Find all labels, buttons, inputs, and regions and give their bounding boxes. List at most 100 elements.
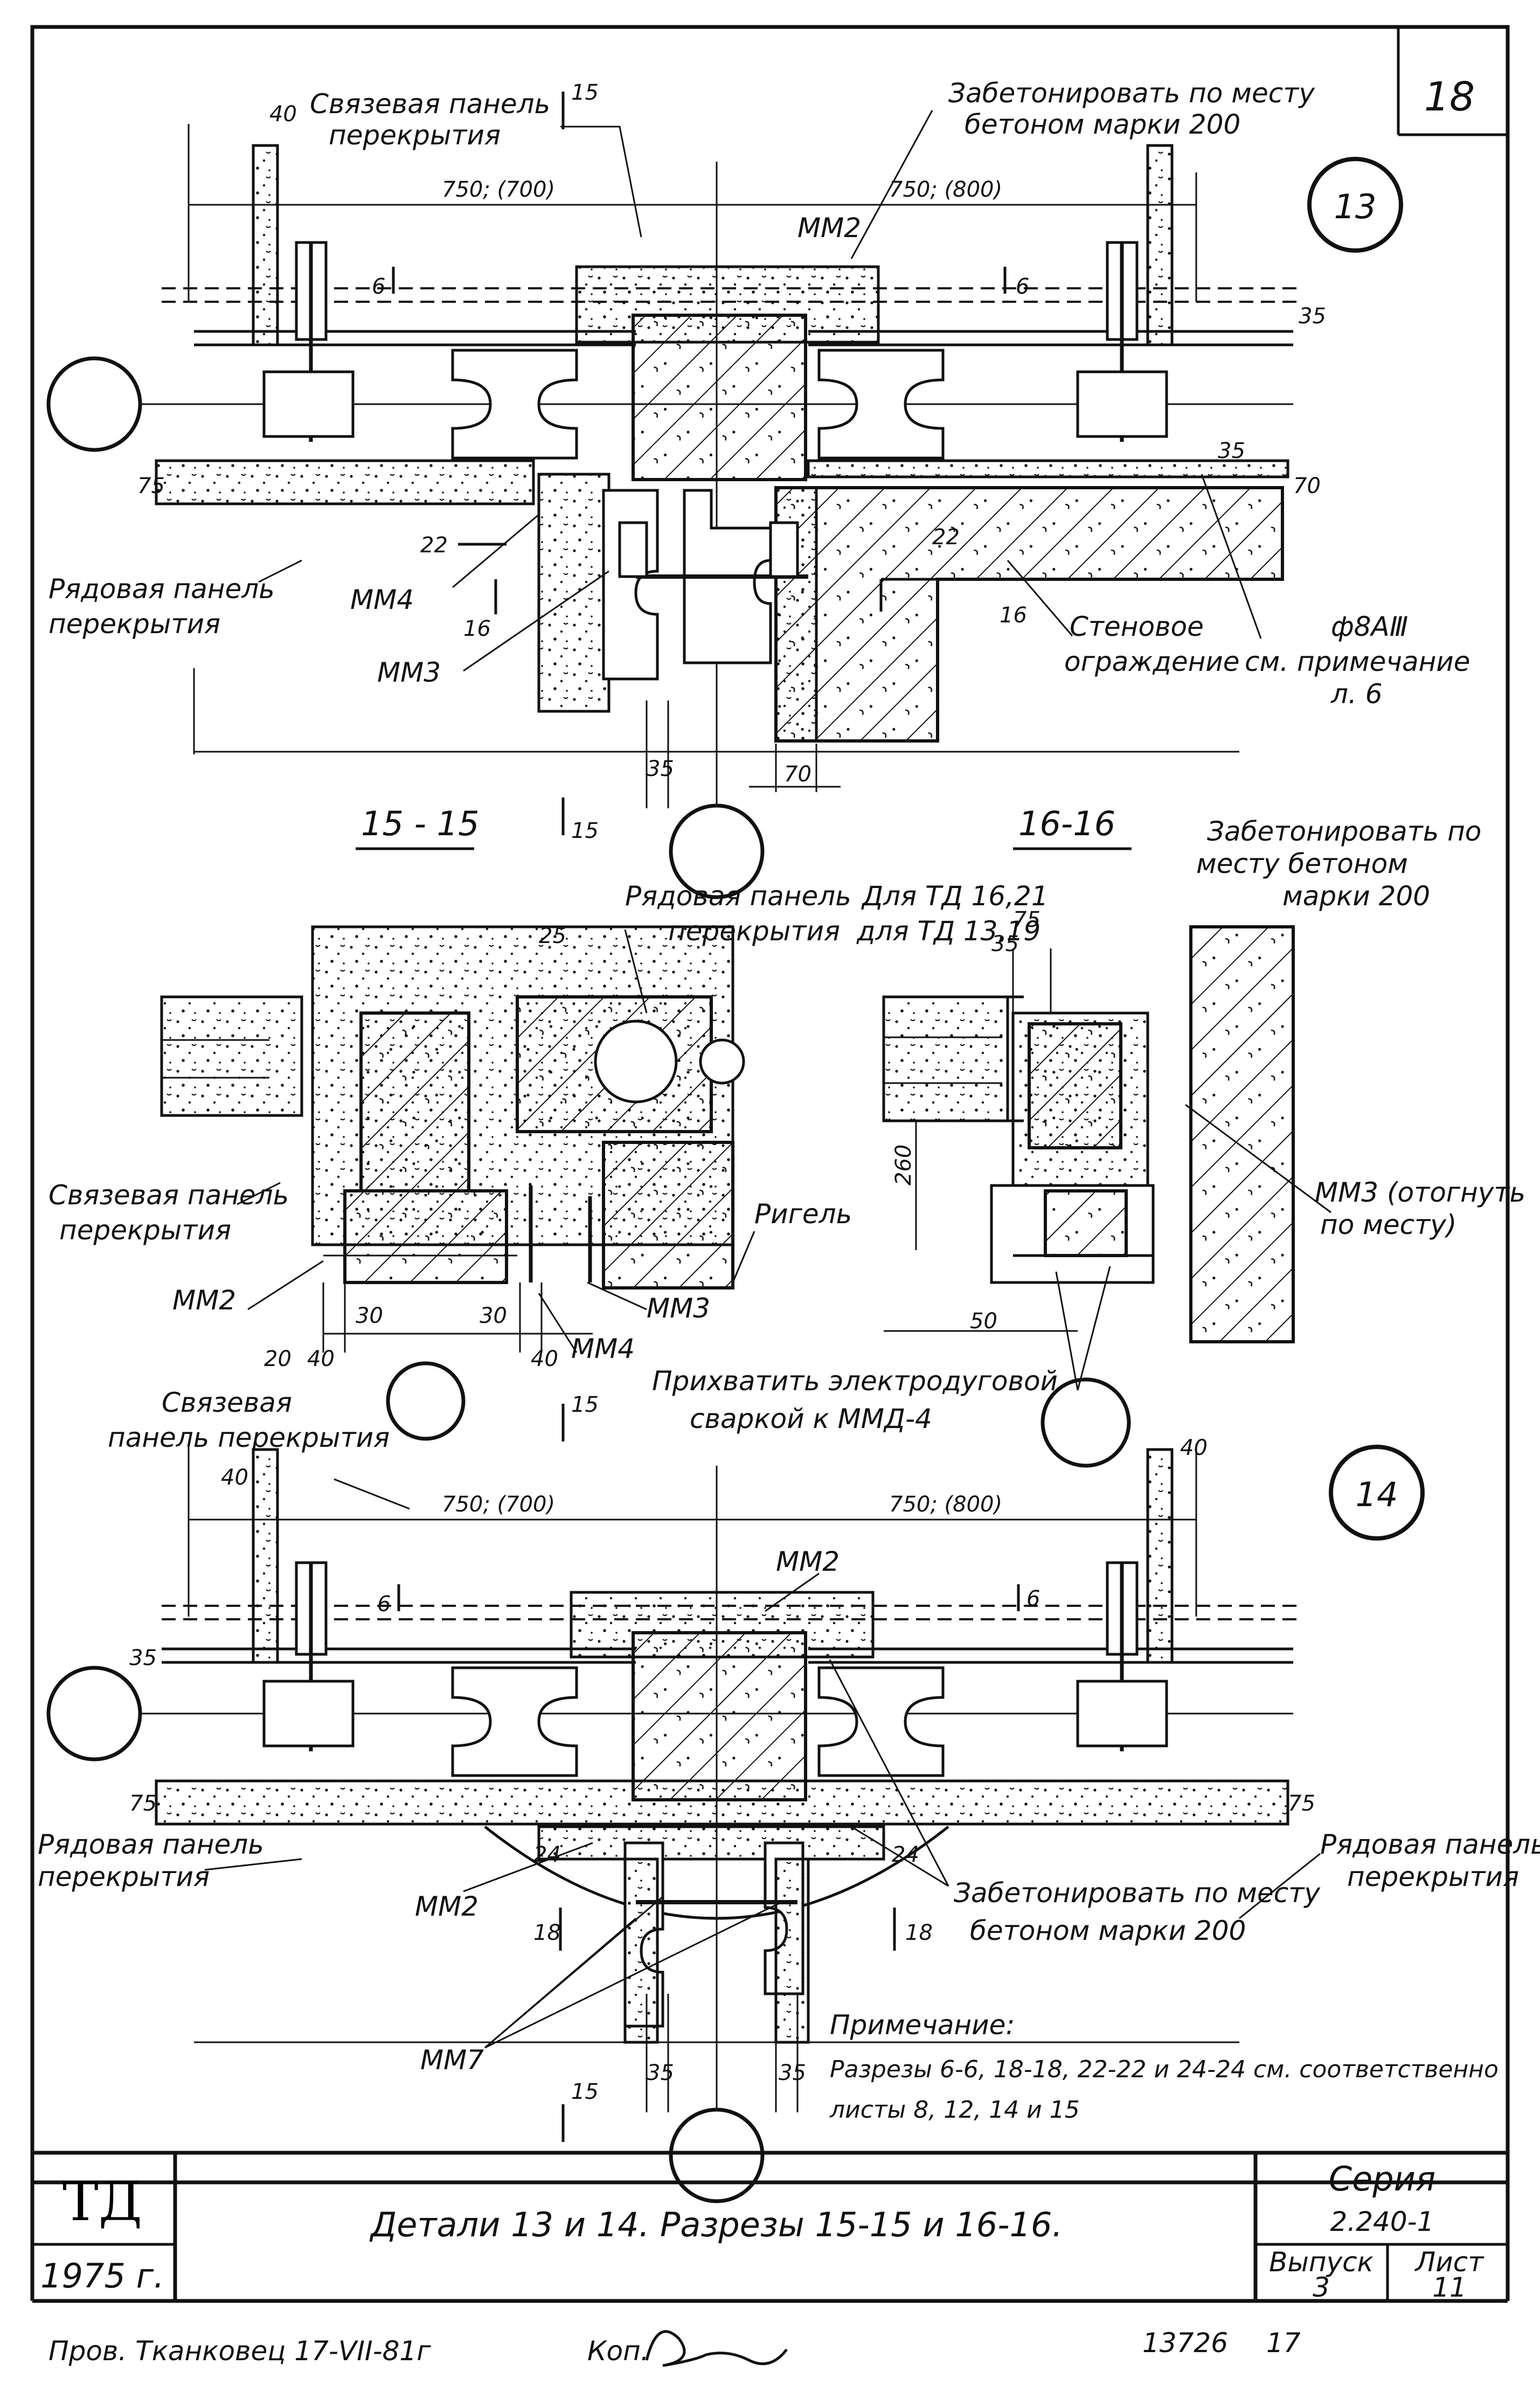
d14-row-right-1: Рядовая панель [1320, 1829, 1540, 1860]
checked-by: Пров. Тканковец 17-VII-81г [48, 2335, 431, 2367]
d14-concrete-2: бетоном марки 200 [970, 1915, 1246, 1946]
d14-dim-right: 750; (800) [889, 1492, 1002, 1517]
d13-mm2: ММ2 [797, 212, 861, 244]
copy-label: Коп. [587, 2335, 649, 2367]
d13-link-panel-2: перекрытия [329, 120, 501, 151]
d13-d6-left: 6 [372, 274, 385, 299]
detail-14-marker [1329, 1445, 1425, 1541]
year: 1975 г. [40, 2256, 164, 2296]
d13-d6-right: 6 [1016, 274, 1029, 299]
d14-d35: 35 [129, 1646, 157, 1670]
sheet-title: Детали 13 и 14. Разрезы 15-15 и 16-16. [369, 2205, 1063, 2244]
d13-d35-mid: 35 [1218, 439, 1245, 463]
sheet-frame [30, 25, 1510, 2185]
d14-d6-right: 6 [1026, 1586, 1040, 1611]
d13-d22-left: 22 [420, 533, 448, 558]
s16-d50: 50 [970, 1309, 997, 1334]
d14-d18-right: 18 [905, 1920, 933, 1945]
d14-d75-right: 75 [1288, 1791, 1315, 1816]
s16-weld-2: сваркой к ММД-4 [690, 1403, 932, 1434]
s16-for-td-1621: Для ТД 16,21 [861, 880, 1049, 912]
d14-d15-bottom: 15 [571, 2079, 599, 2104]
d13-d35-right: 35 [1299, 304, 1326, 329]
s16-d75: 75 [1013, 907, 1040, 932]
footer-number-2: 17 [1266, 2327, 1301, 2359]
s15-link-panel-2: перекрытия [59, 1215, 231, 1246]
s15-row-panel-1: Рядовая панель [625, 880, 851, 912]
d14-row-left-1: Рядовая панель [38, 1829, 264, 1860]
s15-d20: 20 [264, 1347, 292, 1371]
d13-d22-right: 22 [932, 525, 960, 550]
detail-14: 14 750; (700) 750; (800) [38, 1387, 1540, 2203]
d14-concrete-1: Забетонировать по месту [954, 1877, 1321, 1909]
d14-d40-left: 40 [221, 1465, 248, 1490]
td-mark: ТД [63, 2170, 142, 2233]
note-line-1: Разрезы 6-6, 18-18, 22-22 и 24-24 см. со… [830, 2056, 1499, 2083]
d13-d70-right: 70 [1293, 474, 1321, 498]
sheet-label: Лист [1414, 2246, 1485, 2278]
s15-d40-right: 40 [531, 1347, 558, 1371]
d13-d35-bottom: 35 [647, 757, 674, 781]
s16-mm3-2: по месту) [1320, 1209, 1456, 1240]
d14-d15-top: 15 [571, 1392, 599, 1417]
s16-concrete-3: марки 200 [1282, 880, 1430, 912]
s15-d30-right: 30 [480, 1303, 507, 1328]
d13-d40: 40 [269, 102, 297, 127]
d14-d75-left: 75 [129, 1791, 157, 1816]
d13-note-1: см. примечание [1245, 646, 1470, 677]
d14-d24-right: 24 [892, 1842, 919, 1867]
d14-mm2-top: ММ2 [776, 1546, 840, 1577]
section-15-title: 15 - 15 [361, 804, 480, 843]
sheet-value: 11 [1432, 2272, 1467, 2303]
d13-d15-bottom: 15 [571, 819, 599, 843]
sheet-number-top: 18 [1424, 74, 1475, 120]
d13-rebar: ф8АⅢ [1331, 611, 1408, 642]
d13-d16-left: 16 [463, 616, 491, 641]
d13-mm4: ММ4 [350, 584, 414, 615]
section-16-title: 16-16 [1018, 804, 1115, 843]
d13-row-panel-2: перекрытия [48, 608, 220, 640]
s16-for-td-1319: для ТД 13,19 [856, 916, 1040, 947]
section-16-16: 16-16 Для ТД 16,21 для ТД 13,19 Забетони… [652, 804, 1525, 1468]
d14-d18-left: 18 [533, 1920, 561, 1945]
issue-label: Выпуск [1269, 2246, 1373, 2278]
copy-signature [645, 2330, 788, 2367]
footer-number-1: 13726 [1142, 2327, 1228, 2359]
title-block: ТД 1975 г. Детали 13 и 14. Разрезы 15-15… [30, 2151, 1510, 2303]
d13-d75: 75 [137, 474, 165, 498]
note-line-2: листы 8, 12, 14 и 15 [829, 2096, 1080, 2124]
note-title: Примечание: [830, 2009, 1015, 2041]
d14-dim-left: 750; (700) [442, 1492, 555, 1517]
d13-d70-bottom: 70 [784, 762, 811, 787]
d13-wall-1: Стеновое [1070, 611, 1204, 642]
d13-link-panel: Связевая панель [310, 88, 550, 120]
section-15-15: 15 - 15 Рядовая панель перекрытия Связев… [48, 804, 852, 1441]
d14-d35-bottom-right: 35 [779, 2061, 806, 2085]
s15-girder: Ригель [754, 1198, 852, 1230]
series-label: Серия [1329, 2159, 1435, 2199]
axis-bubble-left-13 [46, 356, 142, 452]
s16-d35: 35 [991, 932, 1019, 956]
s15-mm2: ММ2 [172, 1285, 236, 1316]
detail-13: 13 750; (700) 750; (800) [46, 78, 1470, 899]
d13-d15-top: 15 [571, 80, 599, 105]
detail-14-number: 14 [1356, 1475, 1398, 1514]
s16-mm3-1: ММ3 (отогнуть [1315, 1177, 1525, 1208]
d14-d24-left: 24 [533, 1842, 561, 1867]
d13-d16-right: 16 [1000, 603, 1027, 628]
d14-link-panel-2: панель перекрытия [108, 1422, 390, 1453]
s15-mm4: ММ4 [571, 1333, 635, 1364]
axis-bubble-bottom-14 [669, 2107, 765, 2203]
d14-row-left-2: перекрытия [38, 1861, 210, 1892]
s15-d25: 25 [539, 924, 566, 948]
s15-row-panel-2: перекрытия [668, 916, 840, 947]
axis-bubble-left-14 [46, 1666, 142, 1762]
d14-d40-right: 40 [1180, 1436, 1208, 1460]
s16-concrete-2: месту бетоном [1196, 848, 1408, 879]
s15-d40-left: 40 [307, 1347, 335, 1371]
d13-mm3: ММ3 [377, 657, 441, 688]
footer: Пров. Тканковец 17-VII-81г Коп. 13726 17 [48, 2327, 1301, 2367]
s16-concrete-1: Забетонировать по [1207, 816, 1481, 847]
d13-dim-left: 750; (700) [442, 177, 555, 202]
